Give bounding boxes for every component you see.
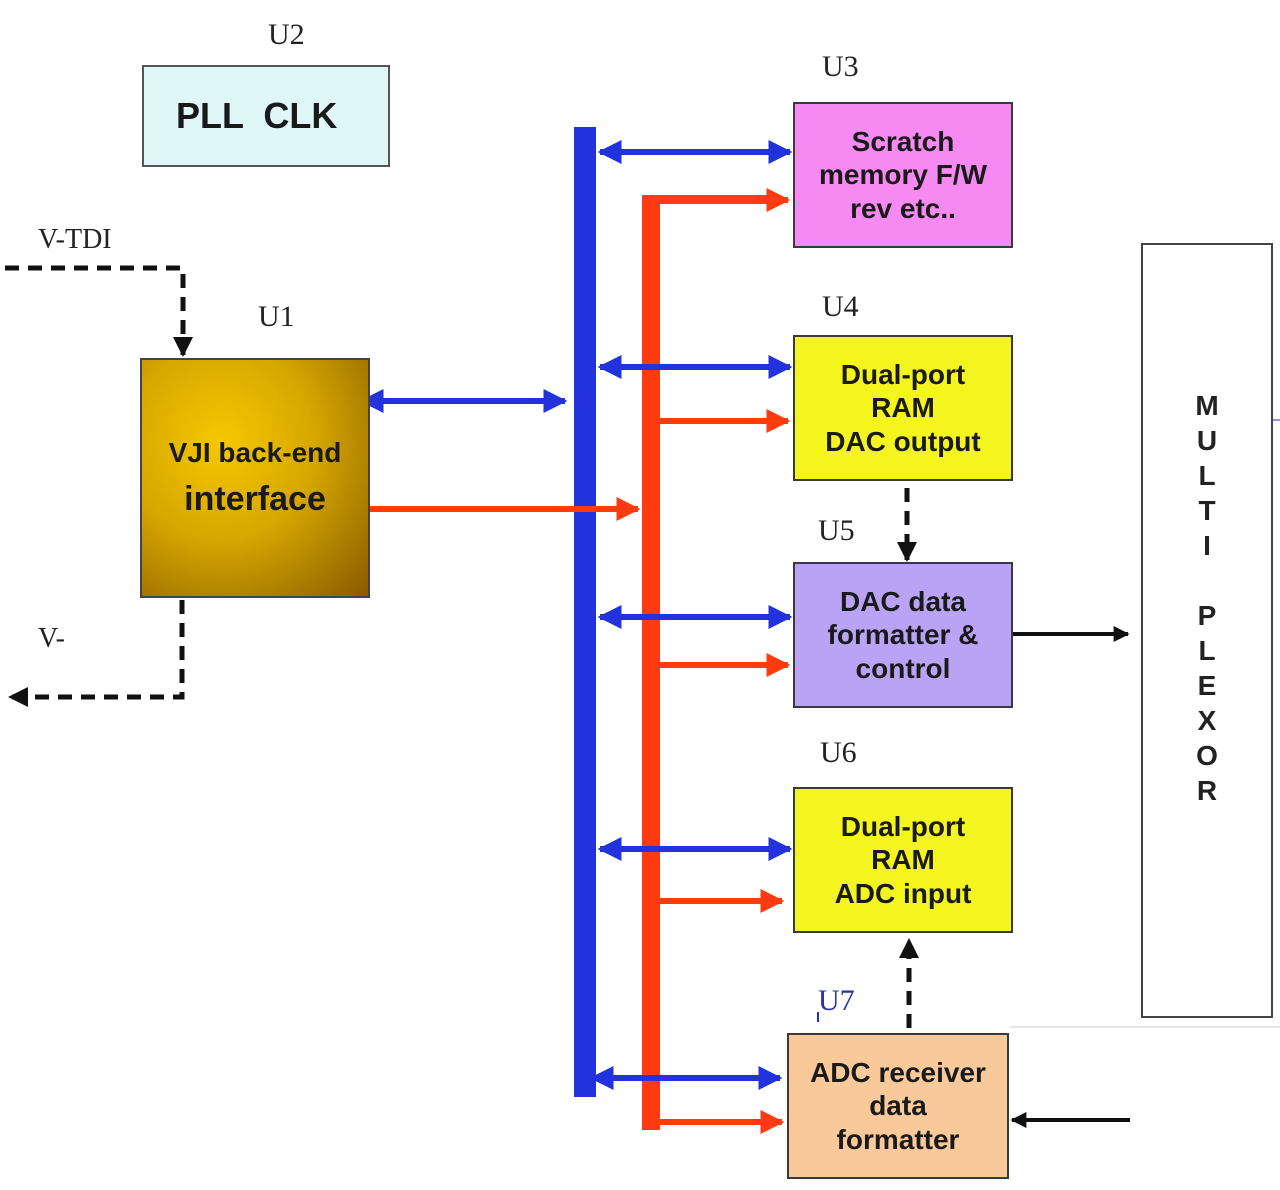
- u2-ref-label: U2: [268, 18, 305, 51]
- mux-letter: P: [1197, 600, 1217, 631]
- mux-letter: U: [1196, 425, 1218, 456]
- v-tdi-dashed-arrow: [5, 265, 193, 357]
- dac-ram-line1: Dual-port: [840, 358, 966, 390]
- u4-ref-label: U4: [822, 290, 859, 323]
- mux-letter: O: [1196, 740, 1218, 771]
- vji-line1: VJI back-end: [168, 436, 342, 468]
- mux-letter: M: [1195, 390, 1219, 421]
- vji-backend-block: VJI back-end interface: [140, 358, 370, 598]
- mux-letter: X: [1197, 705, 1217, 736]
- adc-rcv-line1: ADC receiver: [810, 1056, 986, 1088]
- scratch-memory-block: Scratch memory F/W rev etc..: [793, 102, 1013, 248]
- adc-ram-line1: Dual-port: [840, 810, 966, 842]
- v-tdi-label: V-TDI: [38, 224, 112, 255]
- adc-rcv-line3: formatter: [836, 1123, 960, 1155]
- adc-ram-block: Dual-port RAM ADC input: [793, 787, 1013, 933]
- dac-fmt-line1: DAC data: [839, 585, 966, 617]
- mux-letter: I: [1203, 530, 1211, 561]
- adc-rcv-line2: data: [869, 1090, 927, 1122]
- mux-letter: T: [1198, 495, 1216, 526]
- adc-ram-line3: ADC input: [834, 877, 972, 909]
- dac-formatter-block: DAC data formatter & control: [793, 562, 1013, 708]
- dac-ram-block: Dual-port RAM DAC output: [793, 335, 1013, 481]
- dac-fmt-line2: formatter &: [827, 619, 979, 651]
- u5-ref-label: U5: [818, 514, 855, 547]
- pll-clk-block: PLL CLK: [142, 65, 390, 167]
- mux-letter: R: [1196, 775, 1218, 806]
- scratch-line2: memory F/W: [818, 159, 988, 191]
- scratch-line1: Scratch: [851, 125, 955, 157]
- u1-ref-label: U1: [258, 300, 295, 333]
- v-out-dashed-arrow: [8, 600, 185, 707]
- mux-letter: [1195, 563, 1218, 598]
- u7-ref-label: U7: [818, 984, 855, 1017]
- red-bus: [642, 195, 660, 1130]
- mux-letter: L: [1198, 460, 1216, 491]
- u6-ref-label: U6: [820, 736, 857, 769]
- dac-ram-line3: DAC output: [825, 425, 981, 457]
- dac-ram-line2: RAM: [871, 392, 935, 424]
- adc-ram-line2: RAM: [871, 844, 935, 876]
- v-out-label: V-: [38, 623, 65, 654]
- pll-clk-label: PLL CLK: [176, 95, 338, 137]
- vji-line2: interface: [184, 480, 326, 519]
- blue-bus: [574, 127, 596, 1097]
- mux-letter: L: [1198, 635, 1216, 666]
- scratch-line3: rev etc..: [850, 192, 956, 224]
- dac-fmt-line3: control: [855, 652, 951, 684]
- u3-ref-label: U3: [822, 50, 859, 83]
- mux-letter: E: [1197, 670, 1217, 701]
- adc-receiver-block: ADC receiver data formatter: [787, 1033, 1009, 1179]
